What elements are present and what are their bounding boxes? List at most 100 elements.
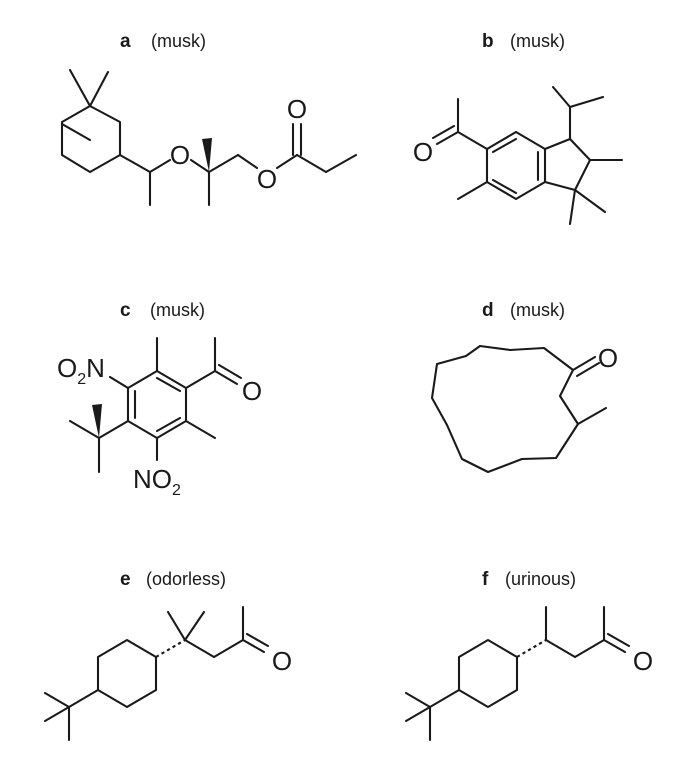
panel-f-letter: f	[482, 569, 489, 590]
aryl-to-acetyl	[456, 130, 489, 151]
ether-o-to-quaternary-c	[189, 158, 211, 174]
panel-d-letter: d	[482, 300, 494, 321]
cyclohexane-ring-a	[60, 104, 122, 174]
ch2-to-ester-o	[236, 153, 259, 170]
macrocycle-methyl	[576, 406, 608, 426]
wedge-methyl-a	[202, 138, 212, 172]
panel-c-label: c (musk)	[120, 300, 205, 321]
panel-c-note: (musk)	[150, 300, 205, 320]
ether-oxygen: O	[170, 140, 190, 170]
nitro-left-o: O	[57, 353, 77, 383]
panel-e-letter: e	[120, 569, 131, 590]
panel-a-note: (musk)	[151, 31, 206, 51]
ketone-double-f2	[606, 632, 631, 648]
macrocycle-oxygen: O	[598, 343, 618, 373]
benzene-ring-c	[126, 369, 188, 440]
aryl-methyl	[456, 180, 489, 201]
quaternary-to-ch2	[207, 153, 240, 174]
acetyl-double-c1	[213, 369, 239, 386]
methine-to-ch2-f	[544, 638, 577, 659]
gem-methyl-b-2	[568, 188, 577, 226]
ring-methyl-right	[184, 419, 217, 440]
ester-oxygen: O	[257, 164, 277, 194]
acetyl-oxygen-c: O	[242, 376, 262, 406]
gem-methyl-e-2	[183, 610, 206, 642]
nitro-left-subscript: 2	[77, 371, 86, 388]
structure-c: O NO2 O2N	[57, 336, 262, 499]
panel-b-label: b (musk)	[482, 31, 565, 52]
svg-text:O2N: O2N	[57, 353, 105, 388]
tbutyl-e-methyl-2	[43, 705, 71, 723]
indane-bond-4	[543, 180, 577, 192]
nitro-group-left: O2N	[57, 353, 105, 388]
acetyl-double-1	[435, 130, 460, 146]
nitro-bottom-text: NO	[133, 464, 172, 494]
tbutyl-methyl-left	[68, 419, 101, 440]
ring-to-tbutyl	[97, 419, 130, 440]
acetyl-oxygen-b: O	[413, 137, 433, 167]
aromatic-double-c2	[155, 376, 182, 393]
tbutyl-e-methyl-1	[43, 691, 71, 709]
ester-o-to-carbonyl	[275, 153, 299, 170]
structure-a: O O O	[60, 68, 358, 207]
propionyl-ch2	[295, 153, 328, 174]
panel-c-letter: c	[120, 300, 131, 321]
indane-bond-3	[573, 158, 592, 192]
ketone-double-e1	[241, 638, 266, 654]
acetyl-double-c2	[217, 363, 243, 380]
ring-ketone-double-2	[575, 361, 601, 378]
aromatic-double-3	[491, 178, 518, 195]
gem-methyl-e-1	[166, 610, 187, 642]
panel-d-label: d (musk)	[482, 300, 565, 321]
panel-f-note: (urinous)	[505, 569, 576, 589]
indane-bond-1	[543, 137, 572, 151]
nitro-bottom-subscript: 2	[172, 482, 181, 499]
benzene-ring-b	[485, 130, 547, 201]
macrocycle-ring	[430, 344, 580, 474]
ring-to-tbutyl-e	[67, 688, 100, 709]
aromatic-double-1	[491, 137, 518, 154]
gem-methyl-1	[68, 68, 92, 108]
acetyl-double-2	[431, 124, 456, 140]
ketone-double-f1	[602, 638, 627, 654]
cyclohexane-ring-f	[457, 638, 519, 709]
ketone-oxygen-f: O	[633, 646, 653, 676]
tbutyl-f-methyl-1	[404, 691, 432, 709]
structure-e: O	[43, 605, 292, 742]
structure-f: O	[404, 605, 653, 742]
nitro-left-n: N	[86, 353, 105, 383]
indane-bond-2	[568, 137, 592, 162]
panel-a-label: a (musk)	[120, 31, 206, 52]
ketone-double-e2	[245, 632, 270, 648]
panel-e-label: e (odorless)	[120, 569, 226, 590]
structure-d: O	[430, 343, 618, 474]
cyclohexane-ring-e	[96, 638, 158, 709]
isopropyl-right	[568, 95, 605, 109]
ring-to-acetyl-c	[184, 369, 217, 390]
panel-d-note: (musk)	[510, 300, 565, 320]
ring-to-tbutyl-f	[428, 688, 461, 709]
tbutyl-f-methyl-2	[404, 705, 432, 723]
gem-methyl-2	[88, 70, 110, 108]
nitro-group-bottom: NO2	[133, 464, 181, 499]
panel-e-note: (odorless)	[146, 569, 226, 589]
panel-a-letter: a	[120, 31, 131, 52]
ring-to-ch-bond	[118, 153, 152, 174]
dashed-bond-f	[516, 639, 547, 658]
ring-ketone-double-1	[571, 355, 597, 372]
ch-to-ether-o	[148, 158, 172, 174]
aromatic-double-c3	[155, 416, 182, 433]
isopropyl-left	[551, 85, 572, 109]
ring-double-bond-a	[60, 122, 92, 142]
propionyl-ch3	[324, 153, 358, 174]
ketone-oxygen-e: O	[272, 646, 292, 676]
quaternary-to-ch2-e	[183, 638, 216, 659]
ch2-to-carbonyl-e	[212, 638, 245, 659]
ch2-to-carbonyl-f	[573, 638, 606, 659]
panel-f-label: f (urinous)	[482, 569, 576, 590]
structure-b: O	[413, 85, 624, 226]
dashed-bond-e	[155, 639, 186, 658]
panel-b-note: (musk)	[510, 31, 565, 51]
